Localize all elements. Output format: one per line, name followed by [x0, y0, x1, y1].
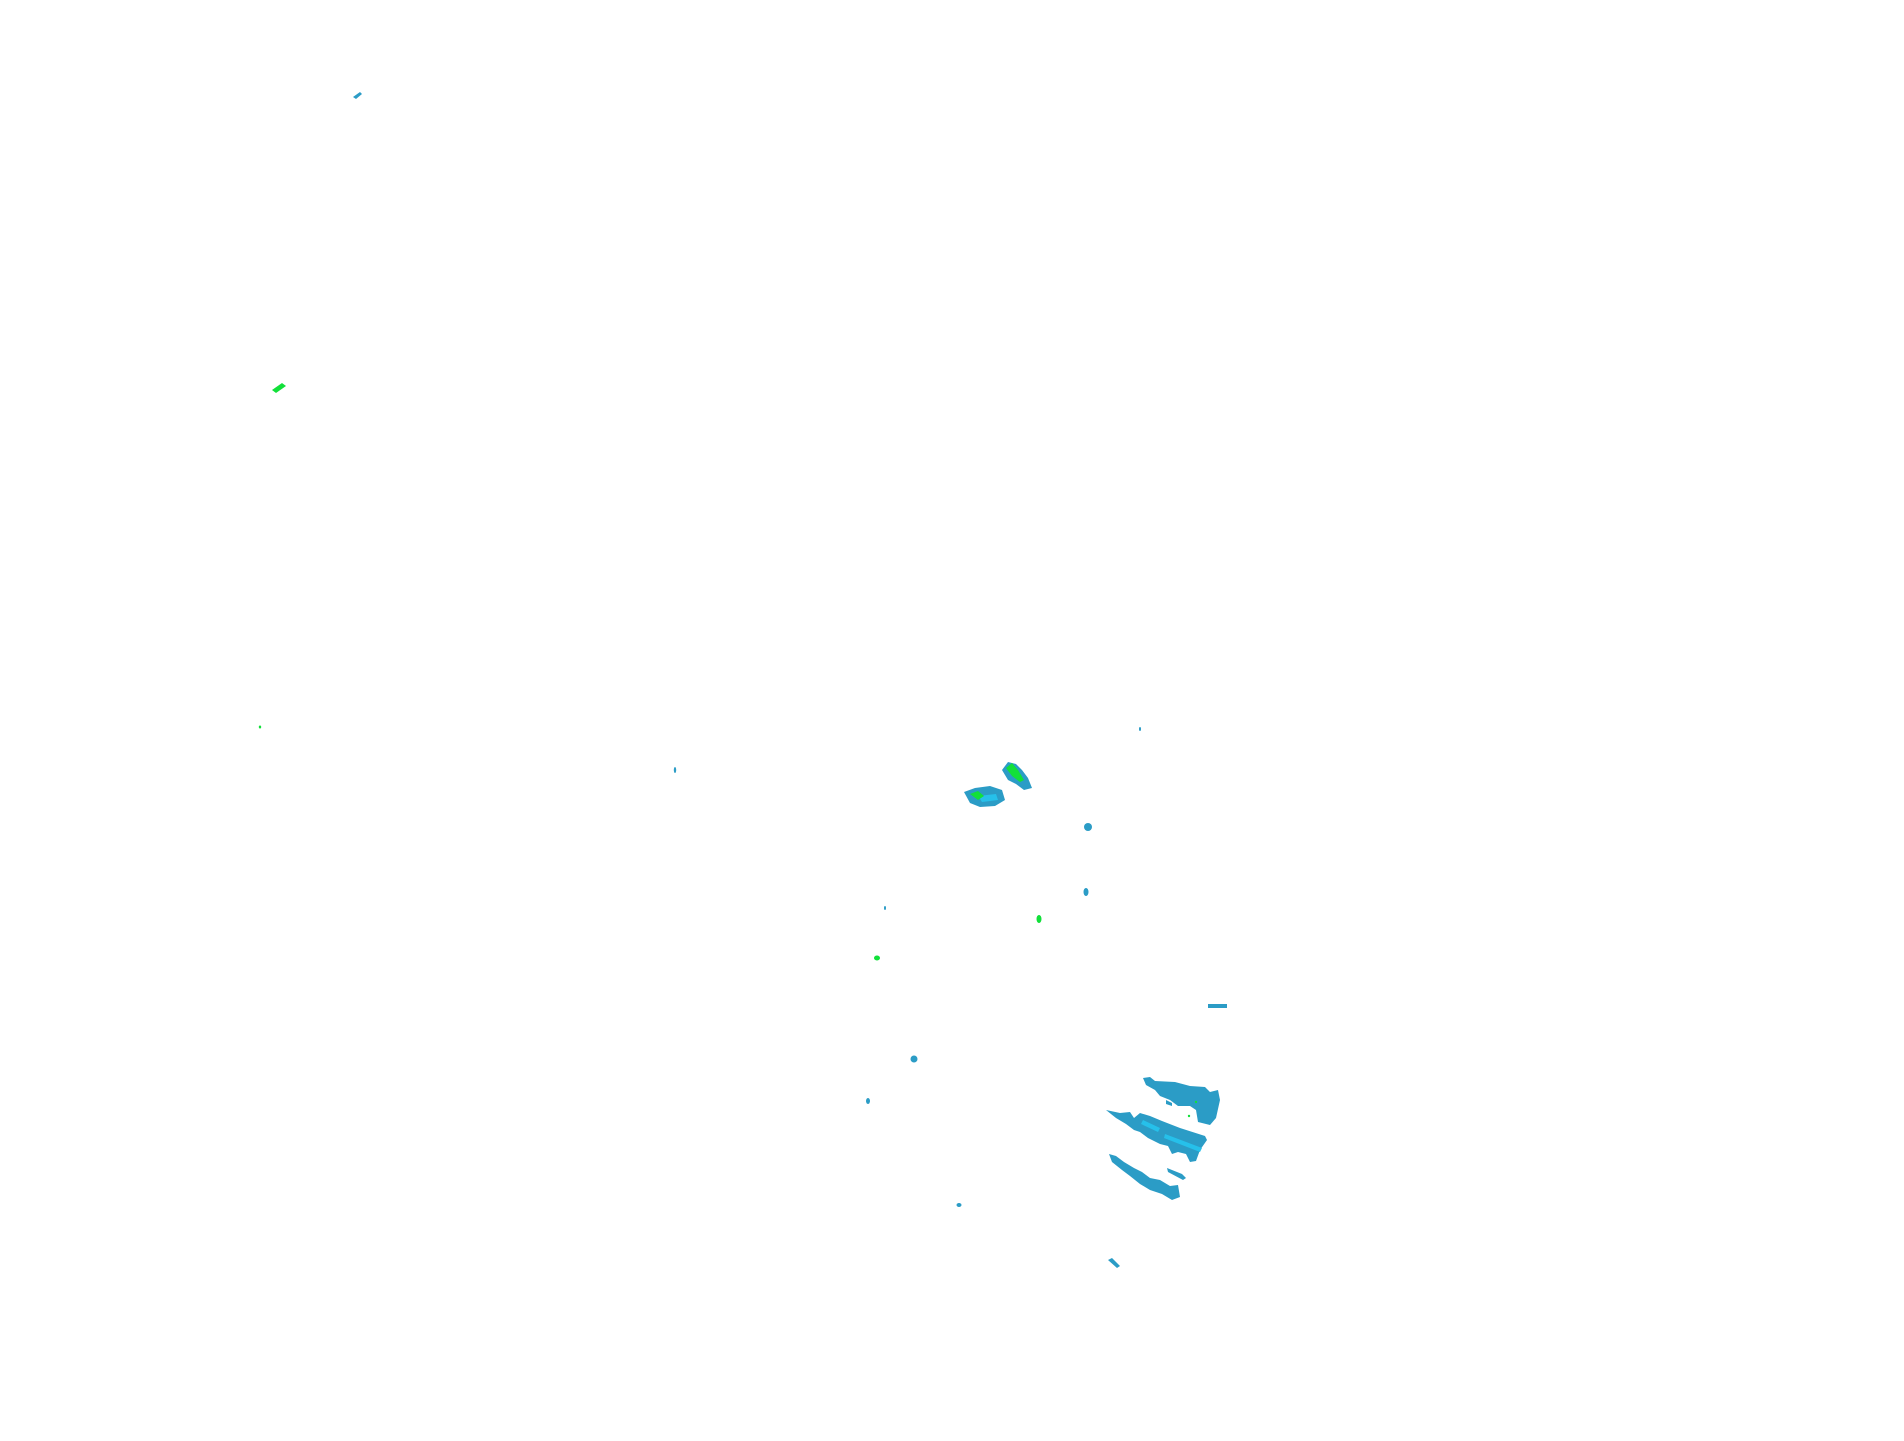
echo-band-south	[1109, 1154, 1180, 1200]
echo-cell	[1194, 1100, 1198, 1104]
echo-cell	[866, 1098, 870, 1104]
light-echo-layer	[353, 92, 1227, 1268]
echo-cell	[673, 767, 677, 773]
strong-echo-layer	[258, 383, 1198, 1118]
echo-streak	[1164, 1134, 1202, 1152]
echo-bar	[1208, 1004, 1227, 1008]
echo-cell	[1187, 1114, 1191, 1118]
echo-cell	[1083, 888, 1089, 896]
echo-core	[1006, 763, 1024, 782]
echo-cell	[884, 906, 886, 910]
echo-cell	[1139, 727, 1141, 731]
echo-cell	[272, 383, 286, 393]
echo-cell	[910, 1055, 918, 1063]
echo-cell	[874, 955, 880, 961]
echo-cell	[1108, 1258, 1120, 1268]
echo-fragment	[1167, 1168, 1186, 1180]
echo-streak	[1141, 1120, 1160, 1132]
echo-band-middle	[1106, 1110, 1207, 1162]
echo-core	[970, 791, 984, 800]
echo-cell	[353, 92, 362, 99]
echo-cell	[956, 1203, 962, 1207]
echo-fragment	[1166, 1100, 1172, 1106]
echo-cell	[1036, 915, 1042, 923]
echo-cell	[1084, 823, 1092, 831]
echo-cell	[258, 725, 262, 729]
echo-band-north	[1143, 1077, 1220, 1125]
